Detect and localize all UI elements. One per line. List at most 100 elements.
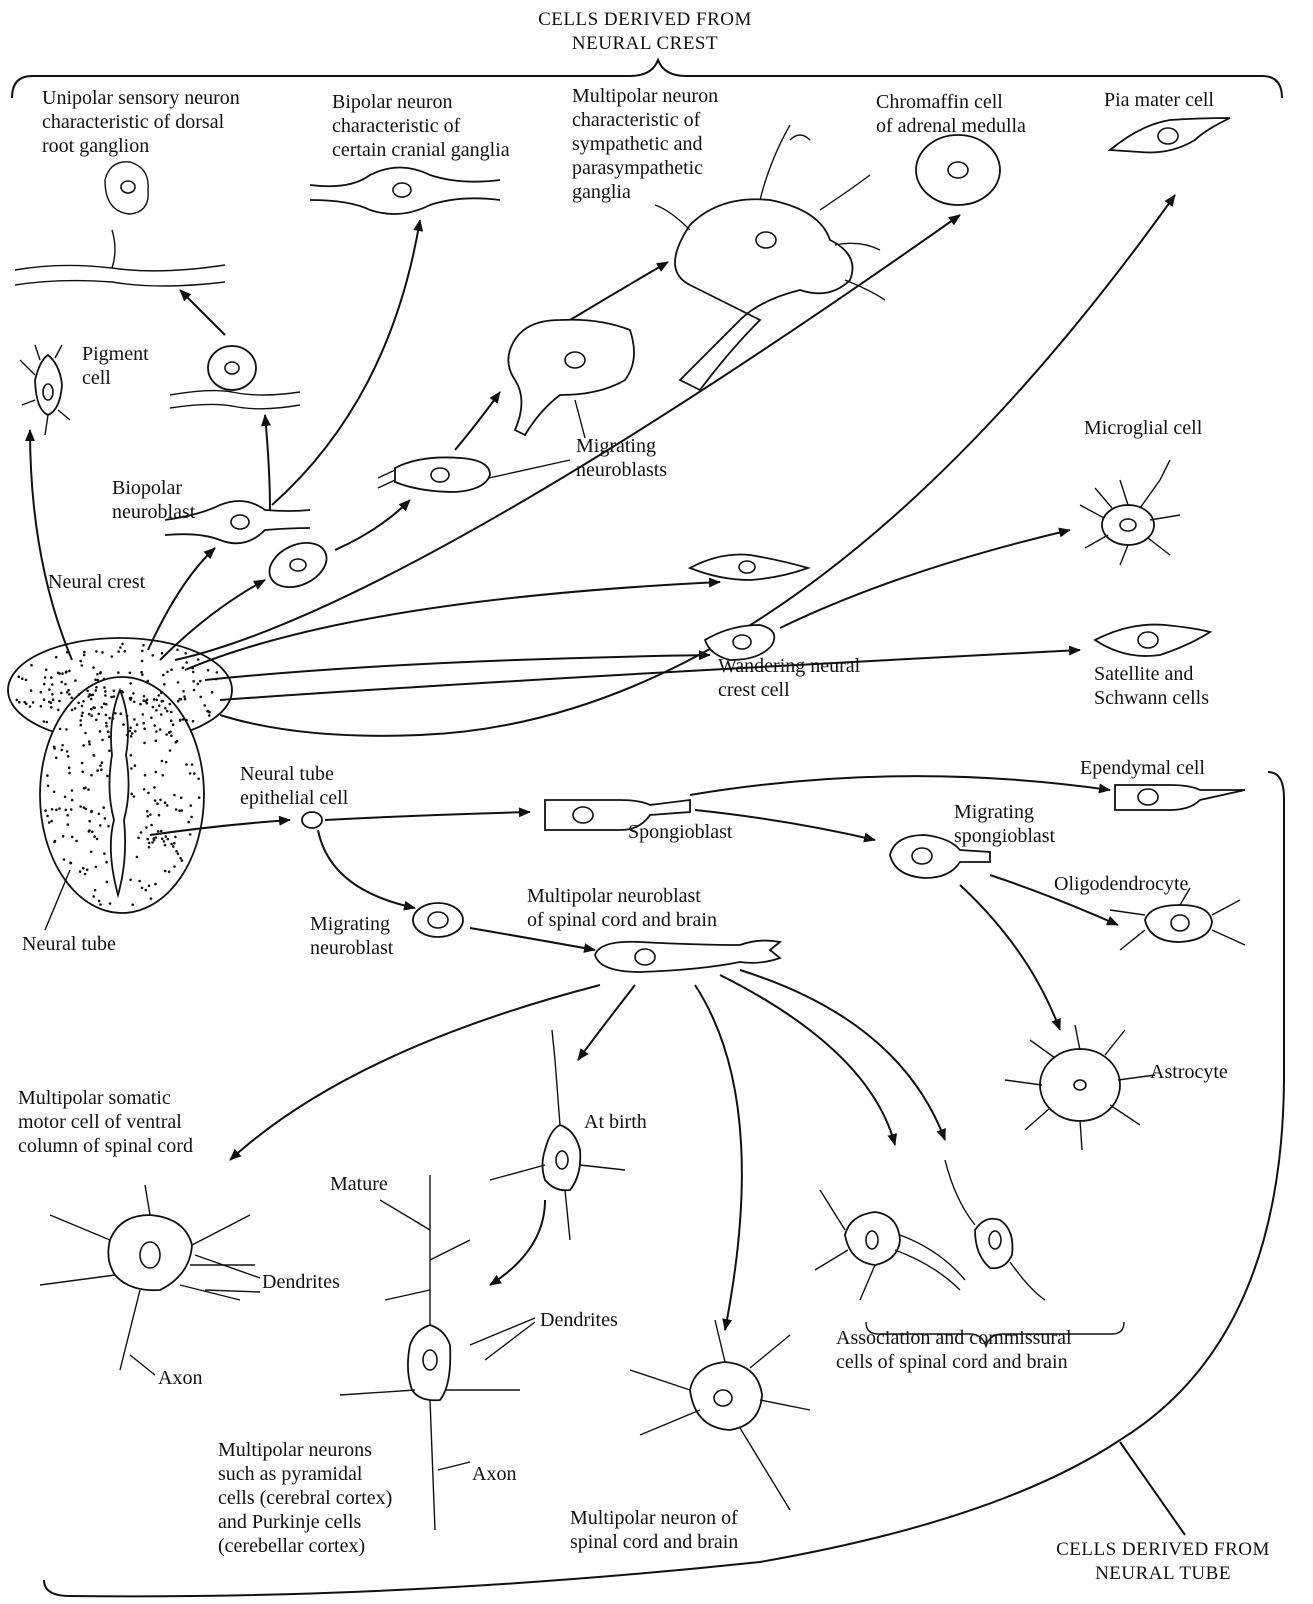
tissue-stipple-dot (58, 700, 61, 703)
tissue-stipple-dot (177, 852, 180, 855)
tissue-stipple-dot (68, 766, 71, 769)
tissue-stipple-dot (74, 707, 77, 710)
tissue-stipple-dot (161, 838, 164, 841)
tissue-stipple-dot (197, 683, 200, 686)
tissue-stipple-dot (181, 809, 184, 812)
tissue-stipple-dot (183, 695, 186, 698)
tissue-stipple-dot (193, 689, 196, 692)
tissue-stipple-dot (134, 764, 137, 767)
label-wandering-neural-crest-cell: Wandering neural crest cell (718, 654, 860, 702)
tissue-stipple-dot (176, 740, 179, 743)
tissue-stipple-dot (71, 789, 74, 792)
tissue-stipple-dot (108, 749, 111, 752)
tissue-stipple-dot (156, 802, 159, 805)
neural-tube-brace-pointer (1120, 1442, 1185, 1535)
tissue-stipple-dot (157, 694, 160, 697)
tissue-stipple-dot (92, 895, 95, 898)
tissue-stipple-dot (148, 842, 151, 845)
tissue-stipple-dot (137, 837, 140, 840)
tissue-stipple-dot (83, 651, 86, 654)
migrating-neuroblast-upper (508, 320, 634, 435)
tissue-stipple-dot (111, 655, 114, 658)
label-pigment-cell: Pigment cell (82, 342, 149, 390)
tissue-stipple-dot (105, 703, 108, 706)
tissue-stipple-dot (164, 870, 167, 873)
tissue-stipple-dot (129, 879, 132, 882)
tissue-stipple-dot (170, 668, 173, 671)
tissue-stipple-dot (55, 656, 58, 659)
tissue-stipple-dot (105, 714, 108, 717)
tissue-stipple-dot (84, 732, 87, 735)
tissue-stipple-dot (85, 808, 88, 811)
tissue-stipple-dot (92, 706, 95, 709)
tissue-stipple-dot (160, 713, 163, 716)
label-multipolar-spinal-neuron: Multipolar neuron of spinal cord and bra… (570, 1506, 738, 1554)
tissue-stipple-dot (87, 695, 90, 698)
label-bipolar-neuron: Bipolar neuron characteristic of certain… (332, 90, 510, 162)
label-spongioblast: Spongioblast (628, 820, 732, 844)
tissue-stipple-dot (182, 666, 185, 669)
tissue-stipple-dot (58, 807, 61, 810)
tissue-stipple-dot (130, 735, 133, 738)
tissue-stipple-dot (143, 742, 146, 745)
label-association-cells: Association and commissural cells of spi… (836, 1326, 1072, 1374)
tissue-stipple-dot (70, 808, 73, 811)
tissue-stipple-dot (182, 690, 185, 693)
tissue-stipple-dot (88, 740, 91, 743)
tissue-stipple-dot (114, 712, 117, 715)
label-dendrites-motor: Dendrites (262, 1270, 340, 1294)
association-cell-2 (945, 1160, 1045, 1300)
tissue-stipple-dot (179, 857, 182, 860)
tissue-stipple-dot (153, 786, 156, 789)
tissue-stipple-dot (126, 734, 129, 737)
label-oligodendrocyte: Oligodendrocyte (1054, 872, 1188, 896)
tissue-stipple-dot (103, 686, 106, 689)
tissue-stipple-dot (84, 787, 87, 790)
tissue-stipple-dot (60, 692, 63, 695)
tissue-stipple-dot (107, 825, 110, 828)
tissue-stipple-dot (64, 683, 67, 686)
multipolar-neuroblast-cell (595, 941, 780, 972)
tissue-stipple-dot (178, 698, 181, 701)
tissue-stipple-dot (139, 703, 142, 706)
tissue-stipple-dot (136, 723, 139, 726)
tissue-stipple-dot (207, 669, 210, 672)
tissue-stipple-dot (25, 679, 28, 682)
tissue-stipple-dot (71, 697, 74, 700)
tissue-stipple-dot (151, 654, 154, 657)
tissue-stipple-dot (108, 717, 111, 720)
tissue-stipple-dot (181, 859, 184, 862)
tissue-stipple-dot (63, 858, 66, 861)
tissue-stipple-dot (45, 669, 48, 672)
tissue-stipple-dot (103, 678, 106, 681)
tissue-stipple-dot (50, 702, 53, 705)
tissue-stipple-dot (138, 880, 141, 883)
tissue-stipple-dot (104, 690, 107, 693)
tissue-stipple-dot (143, 727, 146, 730)
tissue-stipple-dot (154, 883, 157, 886)
tissue-stipple-dot (92, 754, 95, 757)
tissue-stipple-dot (81, 705, 84, 708)
tissue-stipple-dot (75, 840, 78, 843)
tissue-stipple-dot (113, 695, 116, 698)
tissue-stipple-dot (160, 692, 163, 695)
tissue-stipple-dot (144, 774, 147, 777)
tissue-stipple-dot (65, 728, 68, 731)
tissue-stipple-dot (25, 703, 28, 706)
spinal-cord-brain-neuron (630, 1320, 810, 1510)
tissue-stipple-dot (47, 785, 50, 788)
label-astrocyte: Astrocyte (1150, 1060, 1228, 1084)
tissue-stipple-dot (164, 844, 167, 847)
tissue-stipple-dot (172, 845, 175, 848)
tissue-stipple-dot (142, 644, 145, 647)
tissue-stipple-dot (184, 652, 187, 655)
tissue-stipple-dot (82, 700, 85, 703)
tissue-stipple-dot (141, 660, 144, 663)
migrating-neuroblast-lower (378, 457, 490, 492)
tissue-stipple-dot (146, 838, 149, 841)
tissue-stipple-dot (53, 791, 56, 794)
tissue-stipple-dot (147, 815, 150, 818)
tissue-stipple-dot (46, 815, 49, 818)
tissue-stipple-dot (174, 836, 177, 839)
tissue-stipple-dot (82, 867, 85, 870)
